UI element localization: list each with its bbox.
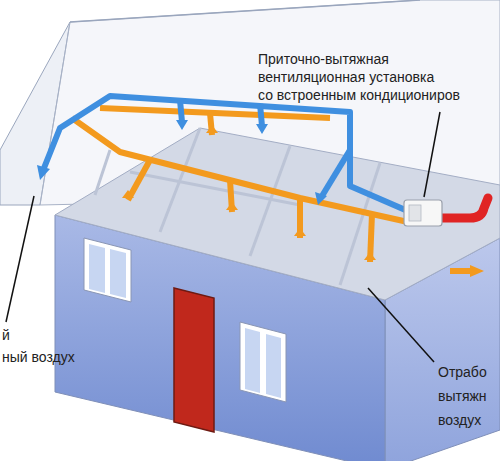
roof-ridge (70, 0, 420, 22)
callout-label: вентиляционная установка (258, 68, 434, 86)
callout-label: Отрабо вытяжн воздух (438, 360, 496, 432)
outdoor-air-duct (440, 198, 488, 218)
unit-panel (409, 205, 421, 221)
door (174, 288, 214, 432)
exhaust-outlet (450, 268, 472, 274)
callout-label: Приточно-вытяжная (258, 50, 389, 68)
callout-label: й (2, 326, 10, 344)
exhaust-ducts (72, 108, 408, 262)
ventilation-unit (404, 200, 442, 226)
leader-lines (6, 112, 440, 362)
supply-ducts (44, 96, 410, 212)
callout-label: ный воздух (2, 348, 75, 366)
window (84, 238, 131, 302)
supply-arrows (37, 120, 327, 205)
exhaust-arrows (122, 125, 484, 277)
callout-label: со встроенным кондициониров (258, 86, 460, 104)
window (240, 322, 286, 402)
